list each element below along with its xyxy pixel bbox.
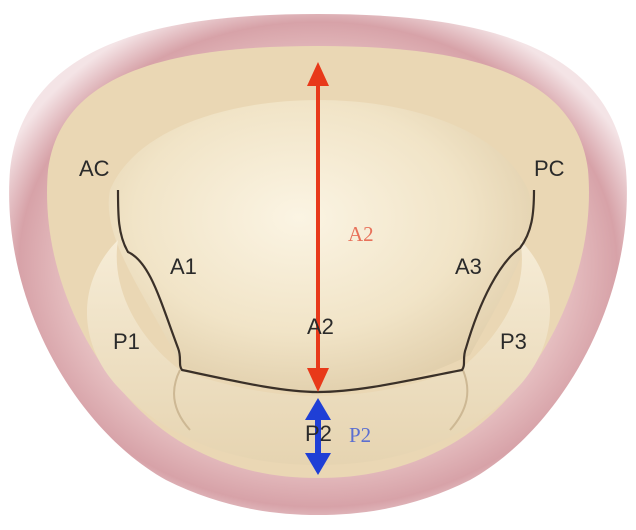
label-a2: A2 <box>307 316 334 338</box>
posterior-height-label: P2 <box>349 425 371 446</box>
label-ac: AC <box>79 158 110 180</box>
anterior-height-label: A2 <box>348 224 374 245</box>
label-p1: P1 <box>113 331 140 353</box>
label-p2: P2 <box>305 423 332 445</box>
label-a1: A1 <box>170 256 197 278</box>
label-pc: PC <box>534 158 565 180</box>
label-p3: P3 <box>500 331 527 353</box>
label-a3: A3 <box>455 256 482 278</box>
